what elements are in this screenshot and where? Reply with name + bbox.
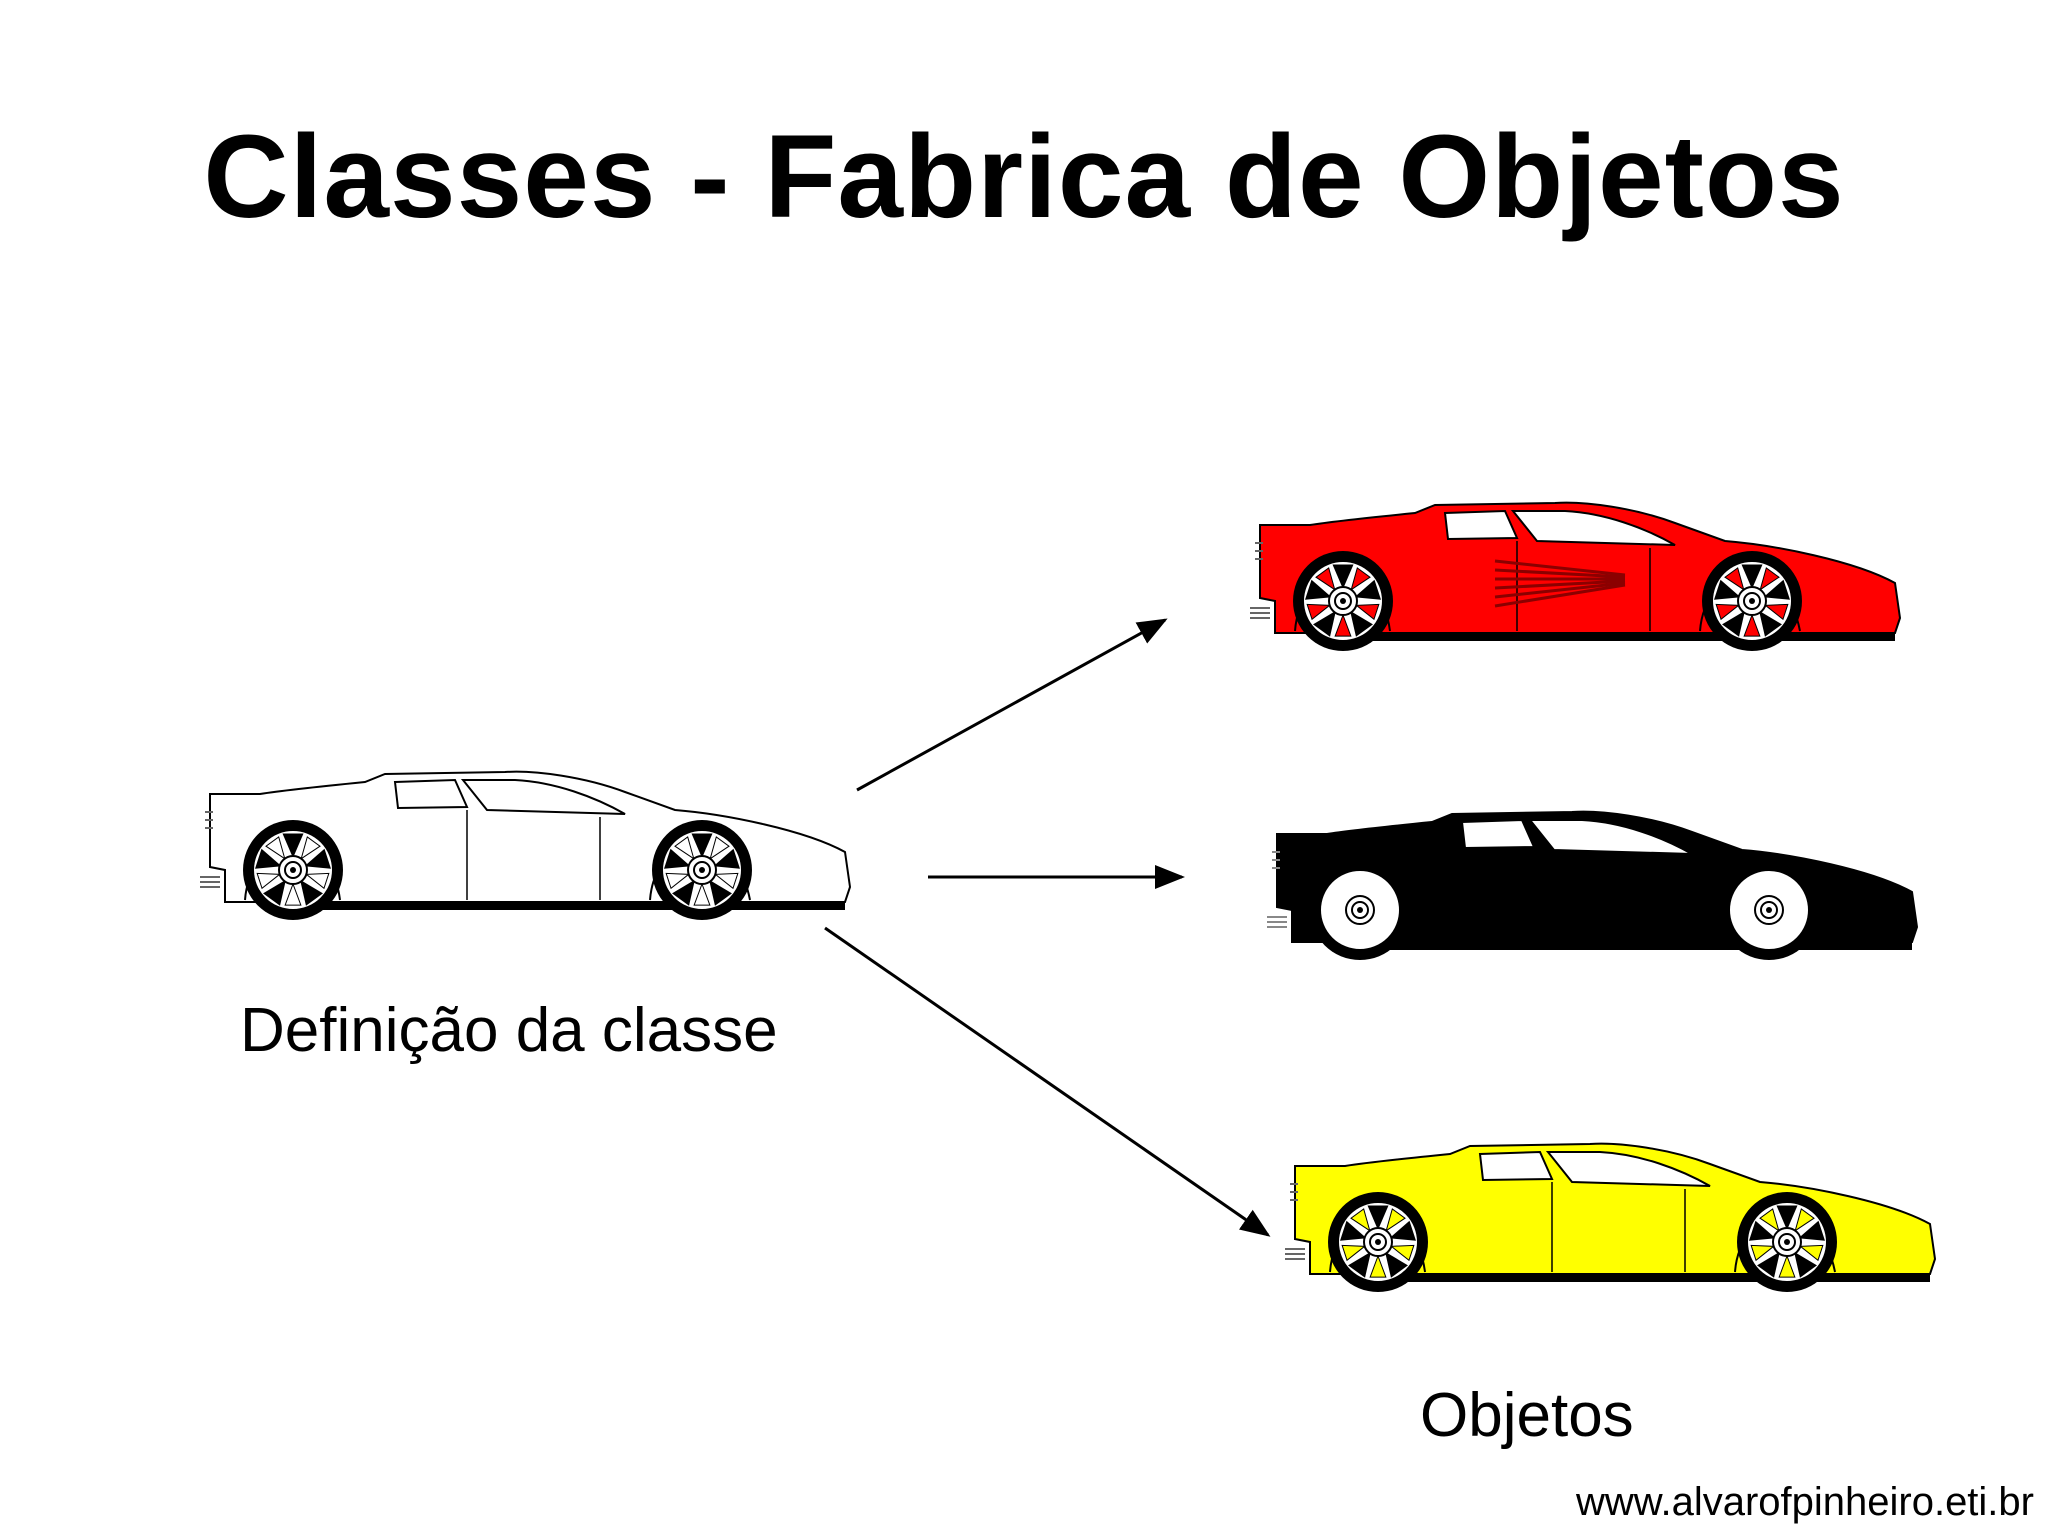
wheel: [1293, 551, 1393, 651]
car-front-window: [1527, 819, 1693, 855]
car-exhaust: [200, 811, 220, 888]
arrow-to-yellow: [824, 926, 1271, 1237]
wheel: [1702, 551, 1802, 651]
car-exhaust: [1285, 1183, 1305, 1260]
objects-label: Objetos: [1420, 1381, 1634, 1450]
wheel: [1310, 860, 1410, 960]
footer-url: www.alvarofpinheiro.eti.br: [1576, 1480, 2034, 1524]
arrow-to-red: [856, 618, 1168, 792]
black-car: [1267, 810, 1919, 960]
wheel: [652, 820, 752, 920]
car-rear-window: [1478, 1150, 1554, 1182]
class-definition-label: Definição da classe: [240, 996, 778, 1065]
red-car-strake: [1494, 568, 1626, 579]
car-front-window: [1510, 510, 1676, 546]
car-door-lines: [1551, 1182, 1686, 1272]
car-door-lines: [466, 810, 601, 900]
red-car: [1250, 501, 1902, 651]
wheel: [1328, 1192, 1428, 1292]
red-car-strake: [1494, 581, 1626, 599]
car-rear-window: [1460, 818, 1536, 850]
car-exhaust: [1267, 851, 1287, 928]
car-rear-window: [393, 778, 469, 810]
slide-title: Classes - Fabrica de Objetos: [203, 111, 1845, 243]
wheel: [1719, 860, 1819, 960]
red-car-strake: [1494, 579, 1626, 590]
car-front-window: [460, 779, 626, 815]
yellow-car: [1285, 1142, 1937, 1292]
class-car: [200, 770, 852, 920]
wheel: [1737, 1192, 1837, 1292]
red-car-strake: [1494, 559, 1626, 577]
wheel: [243, 820, 343, 920]
red-car-strake: [1494, 583, 1626, 608]
car-exhaust: [1250, 542, 1270, 619]
car-front-window: [1545, 1151, 1711, 1187]
car-rear-window: [1443, 509, 1519, 541]
